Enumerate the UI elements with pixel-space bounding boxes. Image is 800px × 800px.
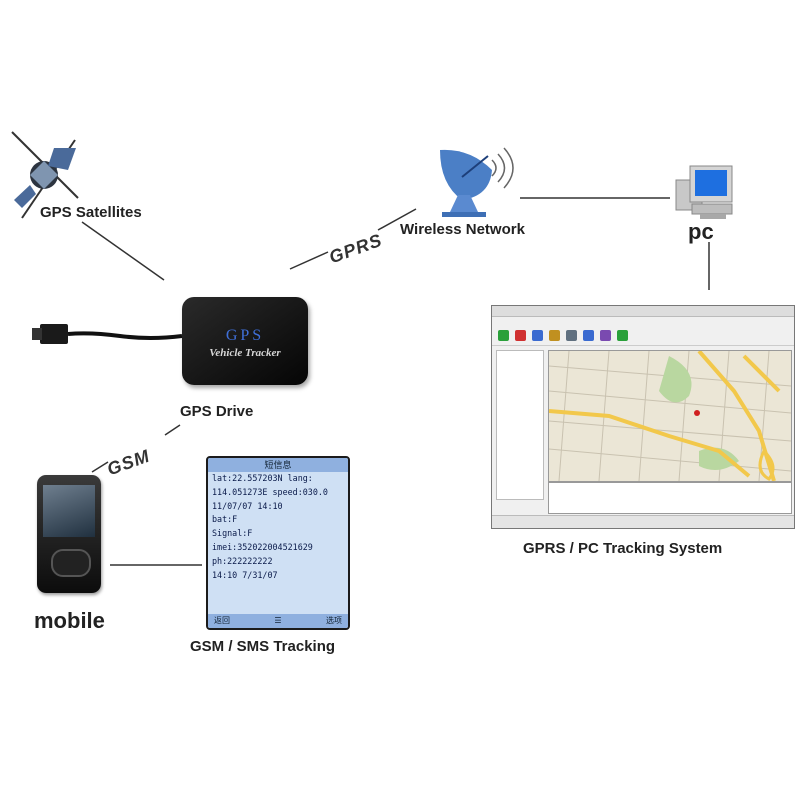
toolbar-icon xyxy=(549,329,560,341)
phone-screen xyxy=(43,485,95,537)
node-mobile: mobile xyxy=(34,608,105,633)
sms-line: ph:222222222 xyxy=(212,555,273,566)
node-gprs-pc-tracking: GPRS / PC Tracking System xyxy=(523,540,723,557)
tracker-model: Vehicle Tracker xyxy=(209,347,281,359)
toolbar-icon xyxy=(617,329,628,341)
sms-line: imei:352022004521629 xyxy=(212,541,313,552)
window-menubar xyxy=(492,317,794,325)
toolbar-icon xyxy=(532,329,543,341)
sms-line: 114.051273E speed:030.0 xyxy=(212,486,328,497)
sms-screen: 短信息 lat:22.557203N lang: 114.051273E spe… xyxy=(206,456,350,630)
sms-header: 短信息 xyxy=(208,458,348,472)
radar-dish-icon xyxy=(440,147,514,217)
node-gps-satellites: GPS Satellites xyxy=(40,204,142,221)
node-wireless-network: Wireless Network xyxy=(400,221,525,238)
softkey-left: 返回 xyxy=(214,616,230,625)
window-titlebar xyxy=(492,306,794,317)
data-grid xyxy=(548,482,792,514)
node-pc: pc xyxy=(688,219,714,244)
sms-line: Signal:F xyxy=(212,528,253,539)
map-drawing xyxy=(549,351,791,481)
sms-line: 11/07/07 14:10 xyxy=(212,500,283,511)
sms-line: lat:22.557203N lang: xyxy=(212,473,313,483)
link-gprs-right xyxy=(377,208,417,231)
toolbar-icon xyxy=(498,329,509,341)
tracking-software-window xyxy=(491,305,795,529)
link-satellite-tracker xyxy=(81,221,165,281)
toolbar-icon xyxy=(600,329,611,341)
toolbar-icon xyxy=(583,329,594,341)
toolbar-icon xyxy=(515,329,526,341)
window-toolbar xyxy=(492,325,794,346)
computer-icon xyxy=(675,165,733,219)
tracker-cable xyxy=(32,324,183,344)
toolbar-icon xyxy=(566,329,577,341)
link-gprs-left xyxy=(289,251,329,270)
tracking-map xyxy=(548,350,792,482)
link-gsm-left xyxy=(91,461,109,473)
sms-line: 14:10 7/31/07 xyxy=(212,569,278,580)
gps-tracker-device: GPS Vehicle Tracker xyxy=(182,297,308,385)
link-gsm-right xyxy=(164,424,181,436)
tracker-brand: GPS xyxy=(225,327,265,344)
menu-icon: ☰ xyxy=(274,616,282,625)
node-gps-drive: GPS Drive xyxy=(180,403,254,420)
softkey-right: 选项 xyxy=(325,616,342,625)
phone-keypad xyxy=(51,549,91,577)
device-tree-panel xyxy=(496,350,544,500)
satellite-icon xyxy=(11,131,79,219)
sms-softkeys: 返回 ☰ 选项 xyxy=(208,614,348,628)
sms-line: bat:F xyxy=(212,514,238,525)
node-gsm-sms-tracking: GSM / SMS Tracking xyxy=(190,638,336,655)
window-statusbar xyxy=(492,515,794,528)
mobile-phone-image xyxy=(37,475,101,593)
